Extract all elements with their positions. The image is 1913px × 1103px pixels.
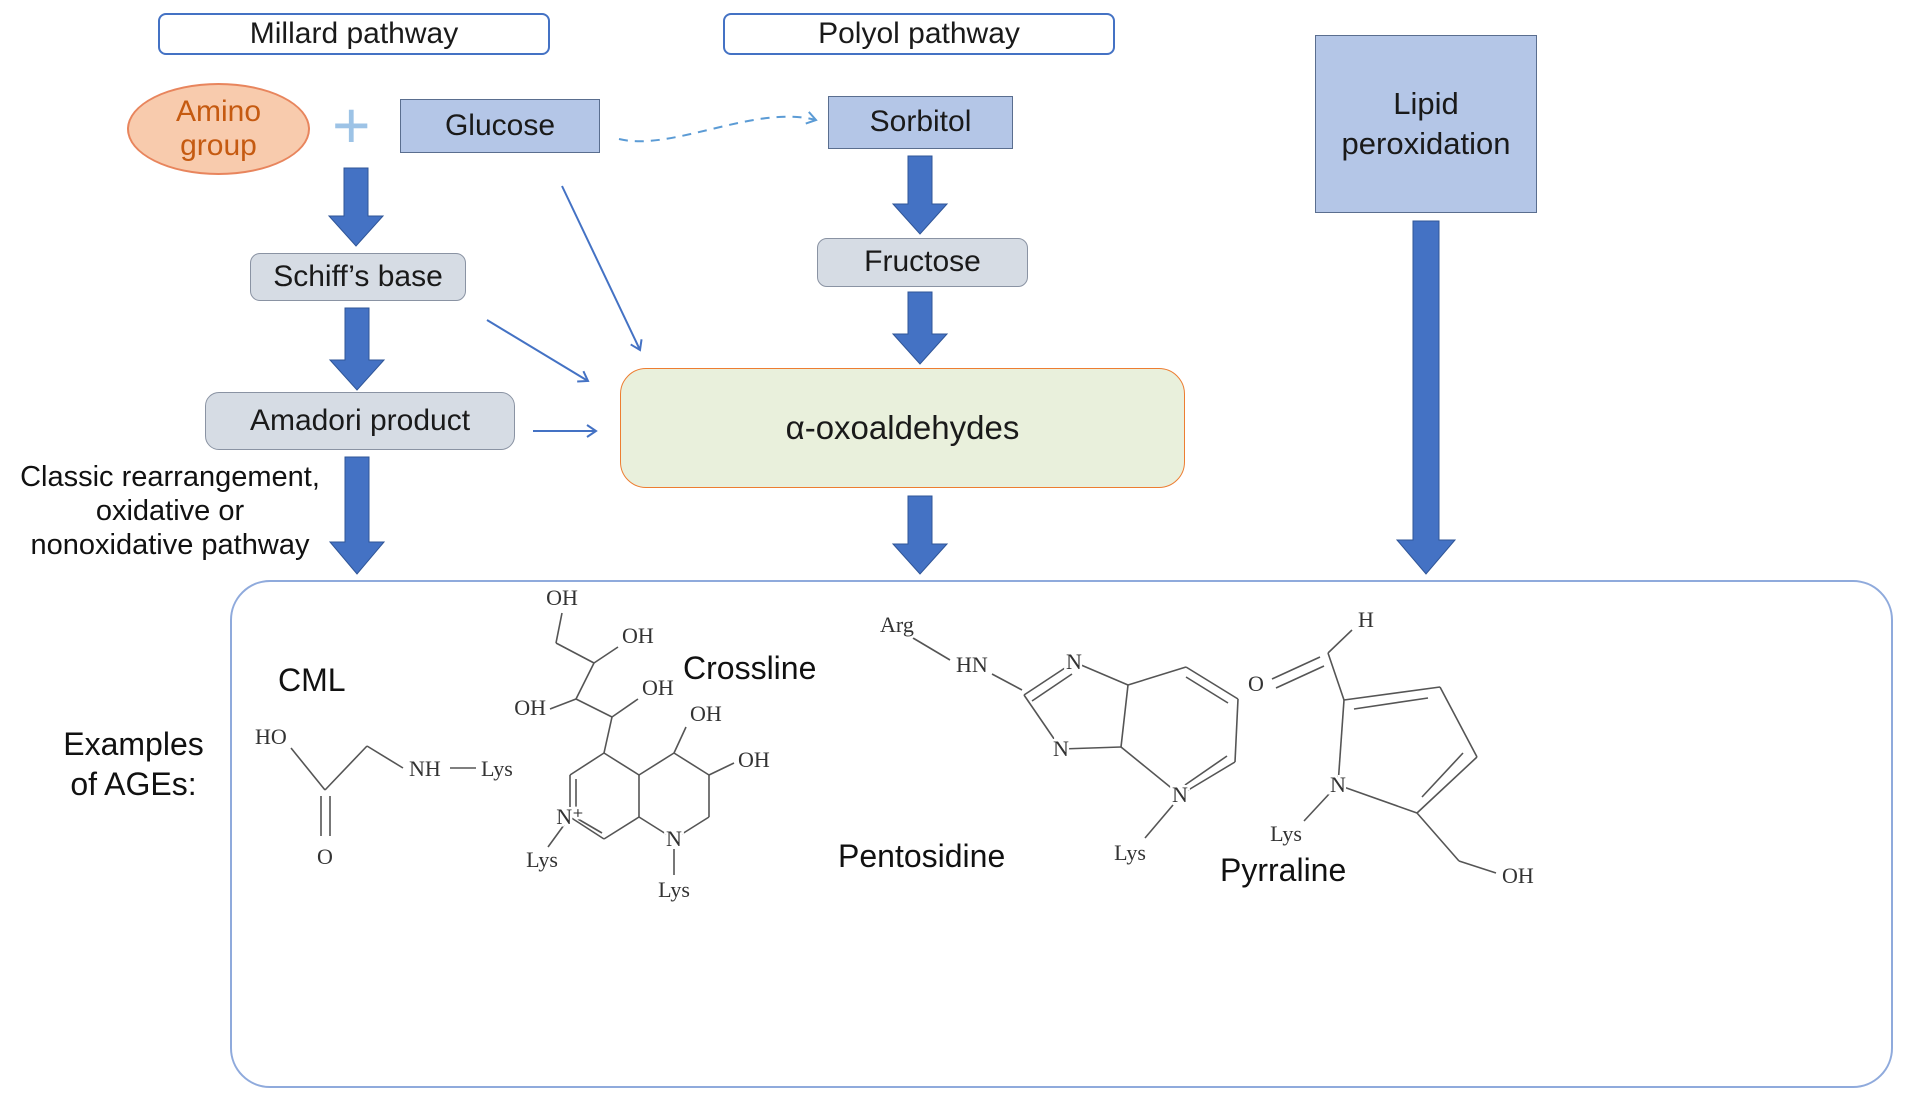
atom-label: Lys xyxy=(658,877,690,902)
pentosidine-label: Pentosidine xyxy=(838,838,1006,874)
pentosidine-bonds xyxy=(912,637,1239,839)
cml-bonds xyxy=(290,745,476,836)
amino-group-node: Amino group xyxy=(127,83,310,175)
atom-label: Lys xyxy=(1270,821,1302,846)
atom-label: N xyxy=(666,826,682,851)
oxoaldehydes-node: α-oxoaldehydes xyxy=(620,368,1185,488)
arrow-oxoaldehydes-to-ages xyxy=(891,495,949,575)
millard-pathway-title: Millard pathway xyxy=(158,13,550,55)
schiffs-base-node: Schiff’s base xyxy=(250,253,466,301)
atom-label: OH xyxy=(690,701,722,726)
atom-label: OH xyxy=(738,747,770,772)
examples-of-ages-label: Examples of AGEs: xyxy=(63,726,204,802)
crossline-structure: OH OH OH OH OH OH N⁺ Lys N Lys xyxy=(512,583,773,905)
amadori-product-node: Amadori product xyxy=(205,392,515,450)
fructose-node: Fructose xyxy=(817,238,1028,287)
atom-label: HN xyxy=(956,652,988,677)
arrow-sorbitol-to-fructose xyxy=(891,155,949,235)
classic-rearrangement-note: Classic rearrangement, oxidative or nono… xyxy=(20,461,320,561)
atom-label: O xyxy=(1248,671,1264,696)
crossline-label: Crossline xyxy=(683,650,817,686)
cml-label: CML xyxy=(278,662,346,698)
atom-label: N xyxy=(1172,782,1188,807)
arrow-schiffs-base-to-amadori xyxy=(328,307,386,391)
atom-label: OH xyxy=(1502,863,1534,888)
atom-label: HO xyxy=(255,724,287,749)
atom-label: OH xyxy=(546,585,578,610)
arrow-glucose-to-sorbitol-dashed xyxy=(618,111,818,143)
atom-label: N xyxy=(1330,772,1346,797)
atom-label: OH xyxy=(622,623,654,648)
atom-label: Arg xyxy=(880,612,914,637)
atom-label: OH xyxy=(642,675,674,700)
lipid-peroxidation-node: Lipid peroxidation xyxy=(1315,35,1537,213)
atom-label: Lys xyxy=(1114,840,1146,865)
atom-label: O xyxy=(317,844,333,869)
arrow-amino-to-schiffs-base xyxy=(327,167,385,247)
pyrraline-label: Pyrraline xyxy=(1220,852,1347,888)
pyrraline-structure: H O N Lys OH xyxy=(1246,605,1537,891)
arrow-glucose-to-oxoaldehydes xyxy=(561,185,643,352)
atom-label: N xyxy=(1066,649,1082,674)
polyol-pathway-title: Polyol pathway xyxy=(723,13,1115,55)
atom-label: N⁺ xyxy=(556,804,584,829)
atom-label: H xyxy=(1358,607,1374,632)
plus-icon: + xyxy=(332,88,371,162)
arrow-fructose-to-oxoaldehydes xyxy=(891,291,949,365)
glucose-node: Glucose xyxy=(400,99,600,153)
sorbitol-node: Sorbitol xyxy=(828,96,1013,149)
cml-structure: HO O NH Lys xyxy=(253,722,516,872)
arrow-lipid-peroxidation-to-ages xyxy=(1395,220,1457,575)
crossline-bonds xyxy=(547,612,735,875)
atom-label: N xyxy=(1053,736,1069,761)
arrow-schiffs-base-to-oxoaldehydes xyxy=(486,319,590,383)
ages-examples-frame xyxy=(230,580,1893,1088)
atom-label: Lys xyxy=(526,847,558,872)
atom-label: OH xyxy=(514,695,546,720)
arrow-amadori-to-ages xyxy=(328,456,386,575)
pyrraline-bonds xyxy=(1271,629,1497,874)
atom-label: NH xyxy=(409,756,441,781)
atom-label: Lys xyxy=(481,756,513,781)
pentosidine-structure: Arg HN N N N Lys xyxy=(878,610,1239,868)
